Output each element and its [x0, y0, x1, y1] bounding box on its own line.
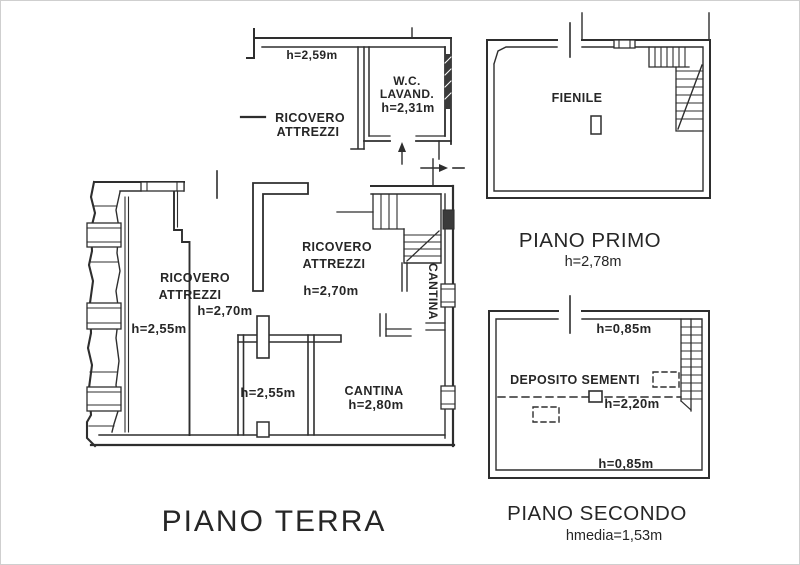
cantina-room-height-label: h=2,80m: [348, 397, 403, 412]
piano-terra-title: PIANO TERRA: [162, 505, 387, 538]
skylight-dashed: [532, 371, 680, 423]
wc-label-2: LAVAND.: [380, 87, 434, 101]
mid-room-label-2: ATTREZZI: [303, 257, 366, 271]
piano-terra-plan: [85, 170, 456, 448]
left-room-height-label: h=2,70m: [197, 303, 252, 318]
window-opening: [613, 39, 636, 49]
piano-primo-height-label: h=2,78m: [565, 254, 622, 270]
deposito-room-label: DEPOSITO SEMENTI: [510, 373, 640, 387]
outer-walls: [488, 310, 710, 479]
wing-room-label-1: RICOVERO: [275, 111, 345, 125]
secondo-height-top-label: h=0,85m: [596, 321, 651, 336]
window-openings: [86, 181, 456, 412]
wing-room-label-2: ATTREZZI: [277, 125, 340, 139]
piano-primo-plan: [486, 12, 711, 199]
piano-secondo-title: PIANO SECONDO: [507, 502, 687, 525]
labels: h=2,59m RICOVERO ATTREZZI W.C. LAVAND. h…: [131, 48, 686, 544]
cantina-room-label: CANTINA: [344, 384, 403, 398]
wc-height-label: h=2,31m: [381, 101, 434, 115]
wing-wall-height-label: h=2,59m: [286, 48, 337, 62]
north-wing: [239, 27, 465, 186]
roof-slope-dashed-line: [497, 390, 682, 403]
piano-secondo-hmedia-label: hmedia=1,53m: [566, 528, 662, 544]
secondo-height-bottom-label: h=0,85m: [598, 456, 653, 471]
small-room-height-label: h=2,55m: [240, 385, 295, 400]
mid-room-height-label: h=2,70m: [303, 283, 358, 298]
floor-hatch: [590, 115, 602, 135]
piano-secondo-plan: [488, 295, 710, 479]
piano-primo-title: PIANO PRIMO: [519, 229, 661, 252]
left-room-side-height-label: h=2,55m: [131, 321, 186, 336]
corridor-cantina-label: CANTINA: [426, 263, 440, 320]
wc-label-1: W.C.: [393, 74, 421, 88]
mid-room-label-1: RICOVERO: [302, 240, 372, 254]
left-room-label-1: RICOVERO: [160, 271, 230, 285]
secondo-height-mid-label: h=2,20m: [604, 396, 659, 411]
staircase-icon: [680, 318, 703, 412]
right-arrow-icon: [420, 164, 465, 172]
staircase-icon: [648, 46, 704, 132]
wall-stubs: [256, 315, 270, 438]
wc-window-hatch: [444, 54, 452, 109]
up-arrow-icon: [398, 142, 406, 165]
fienile-room-label: FIENILE: [552, 91, 603, 105]
interior-walls: [173, 182, 446, 436]
staircase-icon: [336, 185, 454, 292]
left-room-label-2: ATTREZZI: [159, 288, 222, 302]
